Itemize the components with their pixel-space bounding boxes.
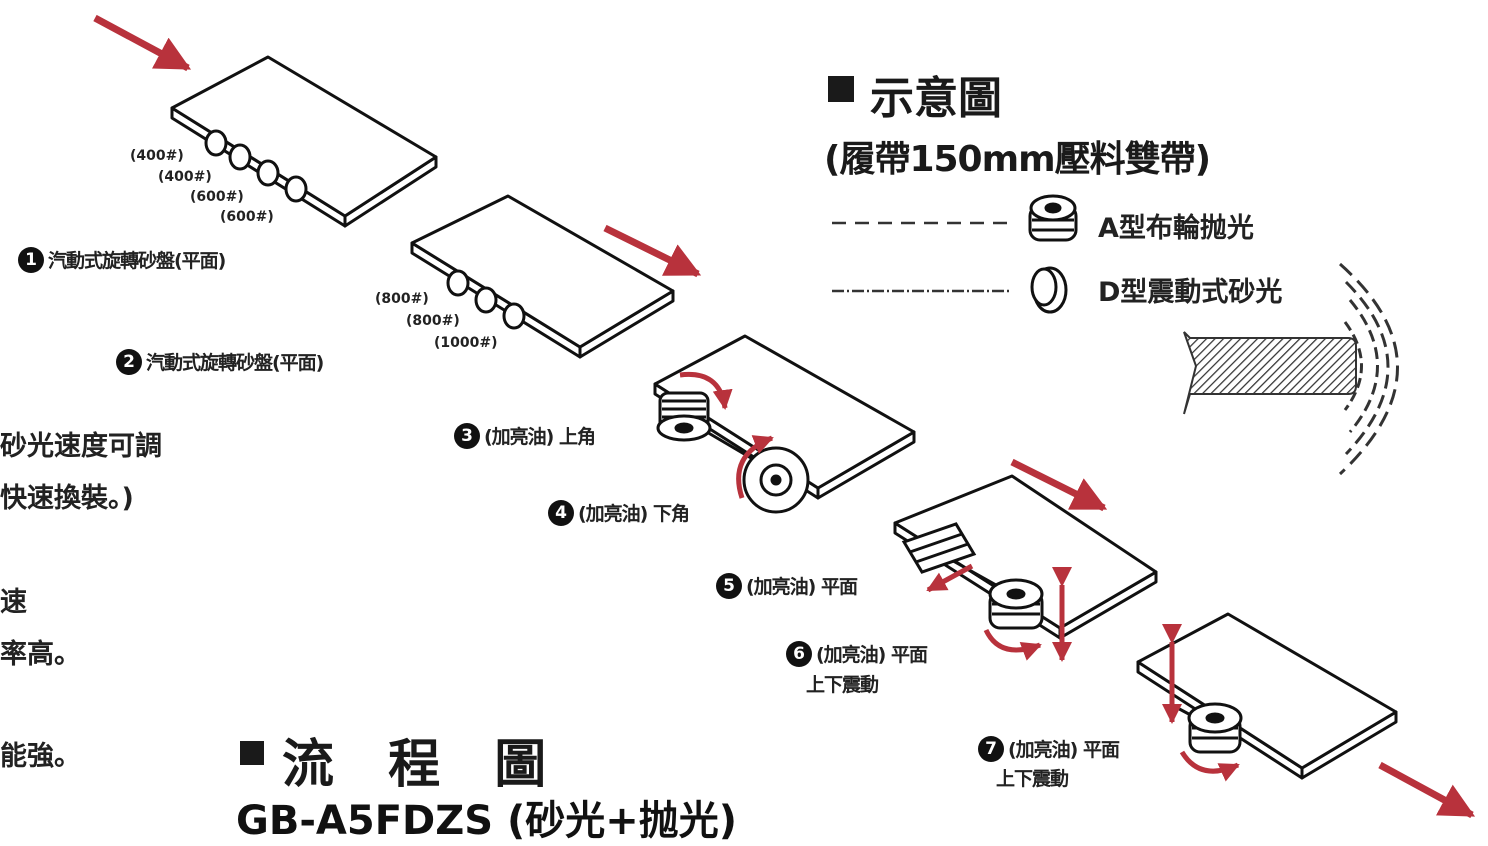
- step-text: (加亮油) 平面: [1008, 739, 1120, 761]
- brush-direction-arrow: [926, 563, 974, 593]
- step-text: (加亮油) 平面: [746, 576, 858, 598]
- entry-arrow: [93, 14, 192, 72]
- buff-wheel-upper-corner: [656, 391, 776, 474]
- rotation-arrow-7: [1179, 750, 1240, 782]
- grit-label: (600#): [220, 209, 274, 225]
- grit-label: (1000#): [434, 335, 498, 351]
- legend-a-wheel-icon: [1028, 194, 1078, 242]
- step-number: 1: [18, 246, 44, 273]
- step-2-label: 2 汽動式旋轉砂盤(平面): [116, 348, 324, 375]
- legend-title: 示意圖: [870, 73, 1002, 124]
- side-text-line: 快速換裝。): [0, 483, 134, 514]
- buff-wheel-flat-6: [988, 578, 1044, 630]
- flow-title: 流 程 圖: [282, 735, 565, 795]
- sanding-discs-station-2: [446, 269, 526, 330]
- legend-item-a: A型布輪抛光: [1098, 213, 1254, 244]
- buff-wheel-lower-corner: [742, 446, 810, 514]
- process-diagram: [93, 14, 1476, 818]
- legend-item-d: D型震動式砂光: [1098, 277, 1283, 308]
- side-text-line: 率高。: [0, 639, 81, 670]
- step-number: 6: [786, 640, 812, 667]
- vibrating-sander-7: [1169, 702, 1243, 754]
- flow-arrow-1: [603, 224, 702, 278]
- side-text-line: 能強。: [0, 741, 81, 772]
- step-text: (加亮油) 平面: [816, 644, 928, 666]
- step-text: (加亮油) 上角: [484, 426, 596, 448]
- panel-5: [1136, 612, 1398, 780]
- grit-label: (600#): [190, 189, 244, 205]
- flow-title-square: [240, 741, 264, 765]
- step-text: 汽動式旋轉砂盤(平面): [146, 352, 324, 374]
- legend-subtitle: (履帶150mm壓料雙帶): [824, 139, 1211, 180]
- rotation-arrow-6: [983, 628, 1042, 661]
- grit-label: (800#): [375, 291, 429, 307]
- step-number: 3: [454, 422, 480, 449]
- step-4-label: 4 (加亮油) 下角: [548, 499, 690, 526]
- side-text-line: 速: [0, 587, 27, 618]
- belt-illustration: [1183, 262, 1399, 476]
- sanding-discs-station-1: [204, 129, 308, 203]
- step-number: 4: [548, 499, 574, 526]
- side-text-line: 砂光速度可調: [0, 431, 162, 462]
- grit-label: (400#): [158, 169, 212, 185]
- step-5-label: 5 (加亮油) 平面: [716, 572, 858, 599]
- step-text: 汽動式旋轉砂盤(平面): [48, 250, 226, 272]
- step-number: 7: [978, 735, 1004, 762]
- step-7-sublabel: 上下震動: [996, 768, 1069, 790]
- legend-d-sander-icon: [1030, 266, 1068, 314]
- rotation-arrow-upper: [679, 371, 733, 410]
- step-1-label: 1 汽動式旋轉砂盤(平面): [18, 246, 226, 273]
- model-title: GB-A5FDZS (砂光+抛光): [236, 798, 738, 844]
- step-6-label: 6 (加亮油) 平面: [786, 640, 928, 667]
- step-3-label: 3 (加亮油) 上角: [454, 422, 596, 449]
- step-number: 2: [116, 348, 142, 375]
- legend-title-square: [828, 76, 854, 102]
- flow-arrow-2: [1010, 458, 1108, 512]
- grit-label: (400#): [130, 148, 184, 164]
- step-text: (加亮油) 下角: [578, 503, 690, 525]
- step-number: 5: [716, 572, 742, 599]
- step-7-label: 7 (加亮油) 平面: [978, 735, 1120, 762]
- rotation-arrow-lower: [736, 435, 774, 499]
- exit-arrow: [1378, 761, 1476, 818]
- grit-label: (800#): [406, 313, 460, 329]
- step-6-sublabel: 上下震動: [806, 674, 879, 696]
